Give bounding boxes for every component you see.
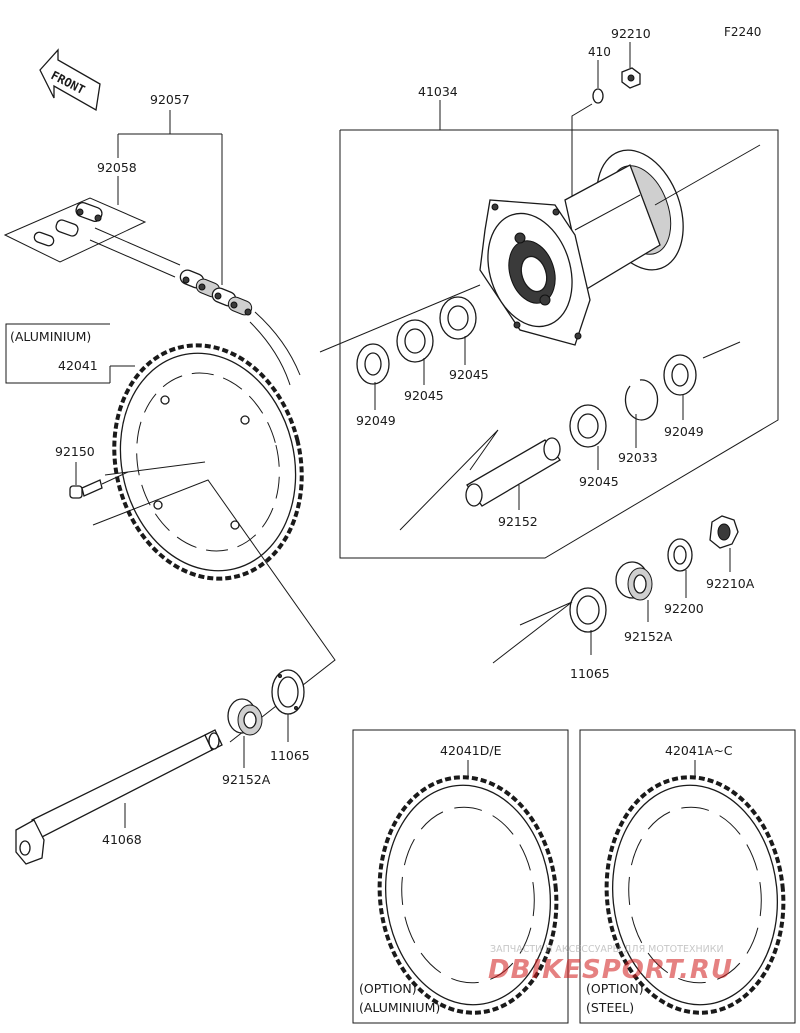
- label-42041: 42041: [58, 358, 98, 373]
- washer-92200: [667, 538, 693, 598]
- label-42041AC: 42041A~C: [665, 743, 733, 758]
- label-92045-b: 92045: [404, 388, 444, 403]
- spacer-92152: [465, 437, 561, 510]
- label-11065-left: 11065: [270, 748, 310, 763]
- label-410: 410: [588, 45, 611, 59]
- label-41068: 41068: [102, 832, 142, 847]
- hub-assembly-box: [339, 100, 779, 559]
- label-92200: 92200: [664, 601, 704, 616]
- seal-92049-right: [663, 354, 697, 420]
- seal-11065-right: [569, 587, 607, 655]
- label-11065-right: 11065: [570, 666, 610, 681]
- label-92210A: 92210A: [706, 576, 755, 591]
- label-92058: 92058: [97, 160, 137, 175]
- rear-sprocket-main: [112, 343, 304, 581]
- option-box-aluminium: 42041D/E (OPTION) (ALUMINIUM): [352, 729, 569, 1024]
- washer-410: [592, 88, 604, 104]
- rear-hub: [479, 149, 684, 346]
- label-92045-a: 92045: [449, 367, 489, 382]
- label-92045-c: 92045: [579, 474, 619, 489]
- option-steel-line1: (OPTION): [586, 981, 644, 996]
- master-link: [33, 202, 103, 247]
- front-arrow-icon: FRONT: [39, 48, 101, 112]
- seal-11065-left: [271, 669, 305, 742]
- label-42041DE: 42041D/E: [440, 743, 502, 758]
- collar-92152A-right: [615, 561, 653, 622]
- option-aluminium-line1: (OPTION): [359, 981, 417, 996]
- option-aluminium-line2: (ALUMINIUM): [359, 1000, 440, 1015]
- seal-92049-left: [356, 343, 390, 410]
- label-92049-left: 92049: [356, 413, 396, 428]
- watermark: ЗАПЧАСТИ И АКСЕССУАРЫ ДЛЯ МОТОТЕХНИКИ DB…: [488, 944, 733, 985]
- label-92152: 92152: [498, 514, 538, 529]
- label-92057: 92057: [150, 92, 190, 107]
- label-92210: 92210: [611, 26, 651, 41]
- drive-chain: [89, 227, 301, 386]
- bearing-92045-b: [396, 319, 434, 385]
- nut-92210A: [709, 515, 739, 572]
- collar-92152A-left: [227, 698, 263, 768]
- bearing-92045-c: [569, 404, 607, 470]
- watermark-tagline: ЗАПЧАСТИ И АКСЕССУАРЫ ДЛЯ МОТОТЕХНИКИ: [490, 944, 724, 955]
- label-92033: 92033: [618, 450, 658, 465]
- option-box-steel: 42041A~C (OPTION) (STEEL): [579, 729, 796, 1024]
- figure-code: F2240: [724, 25, 761, 39]
- aluminium-tag: (ALUMINIUM): [10, 329, 91, 344]
- bearing-92045-a: [439, 296, 477, 365]
- label-92049-right: 92049: [664, 424, 704, 439]
- option-steel-line2: (STEEL): [586, 1000, 634, 1015]
- label-41034: 41034: [418, 84, 458, 99]
- aluminium-tag-box: [5, 323, 135, 384]
- label-92152A-right: 92152A: [624, 629, 673, 644]
- chain-leaders: [3, 110, 223, 285]
- circlip-92033: [624, 379, 659, 448]
- bolt-92150: [69, 471, 129, 499]
- label-92150: 92150: [55, 444, 95, 459]
- label-92152A-left: 92152A: [222, 772, 271, 787]
- watermark-brand: DBIKESPORT.RU: [488, 955, 733, 985]
- axle-41068: [15, 729, 223, 865]
